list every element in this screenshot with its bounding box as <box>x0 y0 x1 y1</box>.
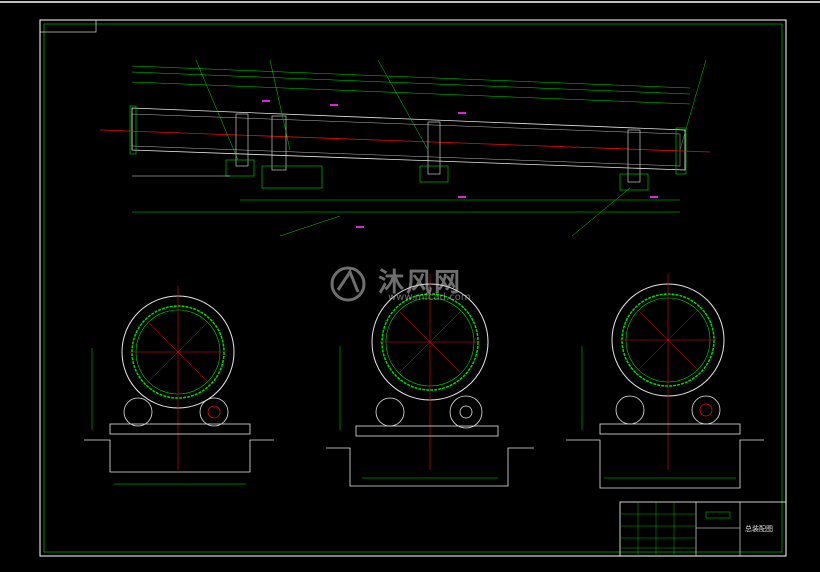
tyre-3 <box>627 129 641 183</box>
discharge-end <box>675 127 687 175</box>
drawing-frame-outer <box>39 19 787 557</box>
tyre-1 <box>235 113 249 167</box>
section-view-right <box>566 274 764 489</box>
watermark-name: 沐风网 <box>378 268 463 298</box>
girth-gear <box>271 115 287 171</box>
watermark-url: www.mfcad.com <box>388 292 471 303</box>
corner-label-box <box>39 19 97 33</box>
section-view-left <box>84 286 274 485</box>
title-block <box>619 501 787 557</box>
drawing-frame-inner <box>43 23 783 553</box>
kiln-centerline <box>99 129 711 153</box>
drawing-title: 总装配图 <box>745 525 773 533</box>
kiln-shell <box>131 107 686 171</box>
section-view-middle <box>326 274 534 487</box>
mf-logo-icon <box>330 266 366 302</box>
feed-end <box>129 105 137 155</box>
elevation-view <box>99 59 711 237</box>
tyre-2 <box>427 121 441 175</box>
